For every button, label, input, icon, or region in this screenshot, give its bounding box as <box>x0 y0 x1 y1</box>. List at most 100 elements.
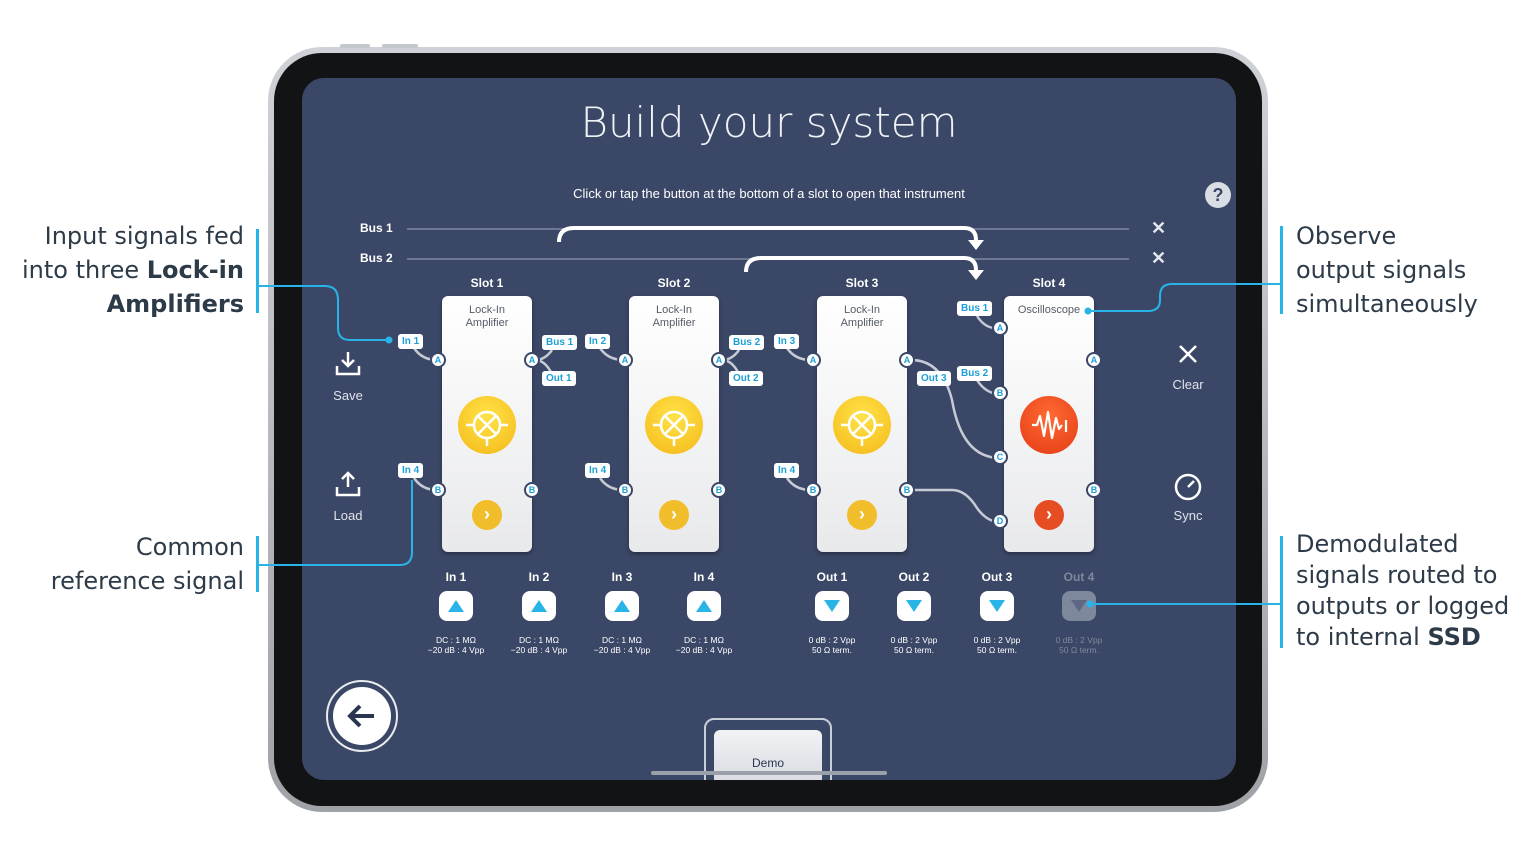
slot-2-label: Slot 2 <box>657 276 691 290</box>
bus-2-label: Bus 2 <box>360 251 393 265</box>
annotation-bracket <box>256 229 259 313</box>
slot-2-bus2-tag[interactable]: Bus 2 <box>729 335 765 350</box>
lockin-icon <box>458 396 516 454</box>
slot-2-open-button[interactable]: › <box>659 500 689 530</box>
output-1-label: Out 1 <box>816 570 848 584</box>
triangle-up-icon <box>448 600 464 612</box>
input-1-button[interactable] <box>439 591 473 621</box>
bus-2-close-icon[interactable]: ✕ <box>1151 248 1167 268</box>
slot-3-out3-tag[interactable]: Out 3 <box>917 371 951 386</box>
slot-1-in4-tag[interactable]: In 4 <box>398 463 424 478</box>
slot-1-out1-tag[interactable]: Out 1 <box>542 371 576 386</box>
slot-2-port-a[interactable]: A <box>617 352 633 368</box>
slot-4-port-c[interactable]: C <box>992 449 1008 465</box>
slot-2-in4-tag[interactable]: In 4 <box>585 463 611 478</box>
sync-button[interactable]: Sync <box>1173 508 1203 523</box>
app-screen: Build your system Click or tap the butto… <box>302 78 1236 780</box>
upload-icon[interactable] <box>318 471 378 505</box>
slot-4-instrument-name: Oscilloscope <box>1017 304 1081 316</box>
arrow-left-icon <box>333 687 391 745</box>
output-2-label: Out 2 <box>898 570 930 584</box>
slot-1-out-port-b[interactable]: B <box>524 482 540 498</box>
slot-3-port-b[interactable]: B <box>805 482 821 498</box>
output-3-button[interactable] <box>980 591 1014 621</box>
input-3-button[interactable] <box>605 591 639 621</box>
load-button[interactable]: Load <box>333 508 363 523</box>
slot-3-out-port-b[interactable]: B <box>899 482 915 498</box>
annotation-common-reference: Common reference signal <box>50 533 244 595</box>
annotation-input-signals: Input signals fed into three Lock-in Amp… <box>22 222 244 318</box>
slot-4-port-a[interactable]: A <box>992 320 1008 336</box>
output-1-button[interactable] <box>815 591 849 621</box>
slot-3-in3-tag[interactable]: In 3 <box>774 334 800 349</box>
lockin-icon <box>645 396 703 454</box>
slot-3-port-a[interactable]: A <box>805 352 821 368</box>
save-button[interactable]: Save <box>333 388 363 403</box>
annotation-bracket <box>1280 536 1283 648</box>
slot-2-in2-tag[interactable]: In 2 <box>585 334 611 349</box>
input-3-label: In 3 <box>611 570 633 584</box>
back-button[interactable] <box>326 680 398 752</box>
input-1-label: In 1 <box>445 570 467 584</box>
slot-4-out-port-a[interactable]: A <box>1086 352 1102 368</box>
slot-4-port-d[interactable]: D <box>992 513 1008 529</box>
slot-1-bus1-tag[interactable]: Bus 1 <box>542 335 578 350</box>
triangle-down-icon <box>989 600 1005 612</box>
clear-button[interactable]: Clear <box>1172 377 1204 392</box>
triangle-down-icon <box>824 600 840 612</box>
annotation-bracket <box>256 536 259 592</box>
input-4-spec: DC : 1 MΩ−20 dB : 4 Vpp <box>675 635 733 655</box>
slot-2-out-port-a[interactable]: A <box>711 352 727 368</box>
input-3-spec: DC : 1 MΩ−20 dB : 4 Vpp <box>593 635 651 655</box>
slot-4-out-port-b[interactable]: B <box>1086 482 1102 498</box>
page-subtitle: Click or tap the button at the bottom of… <box>573 186 965 201</box>
bus-1-label: Bus 1 <box>360 221 393 235</box>
power-button <box>382 44 418 48</box>
slot-1-port-a[interactable]: A <box>430 352 446 368</box>
slot-4-card[interactable]: Oscilloscope › <box>1004 296 1094 552</box>
input-2-button[interactable] <box>522 591 556 621</box>
slot-1-out-port-a[interactable]: A <box>524 352 540 368</box>
input-4-button[interactable] <box>687 591 721 621</box>
close-icon[interactable] <box>1158 342 1218 372</box>
slot-4-label: Slot 4 <box>1032 276 1066 290</box>
slot-3-open-button[interactable]: › <box>847 500 877 530</box>
annotation-demodulated: Demodulated signals routed to outputs or… <box>1296 530 1510 651</box>
annotation-observe: Observe output signals simultaneously <box>1296 222 1478 318</box>
slot-4-port-b[interactable]: B <box>992 385 1008 401</box>
slot-2-out-port-b[interactable]: B <box>711 482 727 498</box>
bus-1-close-icon[interactable]: ✕ <box>1151 218 1167 238</box>
gauge-icon[interactable] <box>1158 472 1218 508</box>
annotation-bracket <box>1280 226 1283 314</box>
page-title: Build your system <box>580 98 958 147</box>
help-button[interactable]: ? <box>1205 182 1231 208</box>
triangle-down-icon <box>1071 600 1087 612</box>
slot-1-port-b[interactable]: B <box>430 482 446 498</box>
triangle-up-icon <box>696 600 712 612</box>
input-2-label: In 2 <box>528 570 550 584</box>
slot-1-label: Slot 1 <box>470 276 504 290</box>
input-2-spec: DC : 1 MΩ−20 dB : 4 Vpp <box>510 635 568 655</box>
slot-3-out-port-a[interactable]: A <box>899 352 915 368</box>
download-icon[interactable] <box>318 350 378 384</box>
slot-1-in1-tag[interactable]: In 1 <box>398 334 424 349</box>
slot-2-out2-tag[interactable]: Out 2 <box>729 371 763 386</box>
slot-3-in4-tag[interactable]: In 4 <box>774 463 800 478</box>
wiring-diagram <box>412 226 1001 524</box>
slot-4-bus1-tag[interactable]: Bus 1 <box>957 301 993 316</box>
slot-1-open-button[interactable]: › <box>472 500 502 530</box>
slot-4-bus2-tag[interactable]: Bus 2 <box>957 366 993 381</box>
output-2-button[interactable] <box>897 591 931 621</box>
slot-2-port-b[interactable]: B <box>617 482 633 498</box>
output-4-label: Out 4 <box>1063 570 1095 584</box>
slot-4-open-button[interactable]: › <box>1034 500 1064 530</box>
input-4-label: In 4 <box>693 570 715 584</box>
